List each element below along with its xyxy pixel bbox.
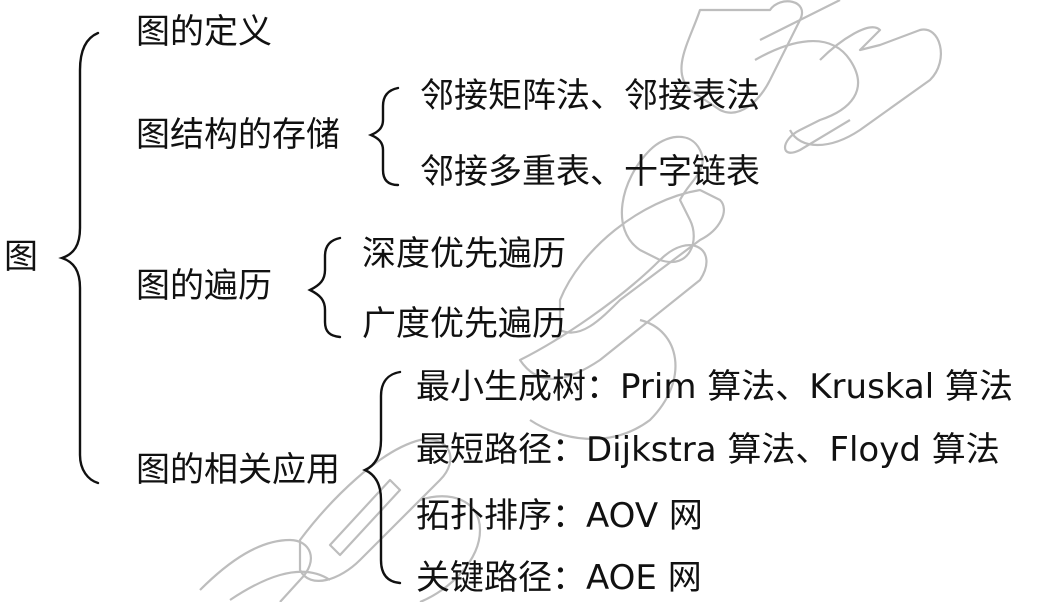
storage-item-multilist-orthogonal: 邻接多重表、十字链表 xyxy=(420,152,760,192)
storage-brace xyxy=(367,86,400,187)
node-traversal: 图的遍历 xyxy=(136,266,272,306)
application-item-shortest-path: 最短路径：Dijkstra 算法、Floyd 算法 xyxy=(416,430,1000,470)
node-definition: 图的定义 xyxy=(136,12,272,52)
traversal-item-dfs: 深度优先遍历 xyxy=(362,234,566,274)
root-node: 图 xyxy=(4,237,38,277)
application-item-topological-sort: 拓扑排序：AOV 网 xyxy=(416,496,703,536)
root-brace xyxy=(58,31,100,485)
application-item-critical-path: 关键路径：AOE 网 xyxy=(416,558,702,598)
storage-item-matrix-list: 邻接矩阵法、邻接表法 xyxy=(420,76,760,116)
traversal-item-bfs: 广度优先遍历 xyxy=(362,304,566,344)
application-item-mst: 最小生成树：Prim 算法、Kruskal 算法 xyxy=(416,367,1013,407)
node-applications: 图的相关应用 xyxy=(136,450,340,490)
traversal-brace xyxy=(307,236,342,339)
applications-brace xyxy=(362,370,402,585)
node-storage: 图结构的存储 xyxy=(136,115,340,155)
